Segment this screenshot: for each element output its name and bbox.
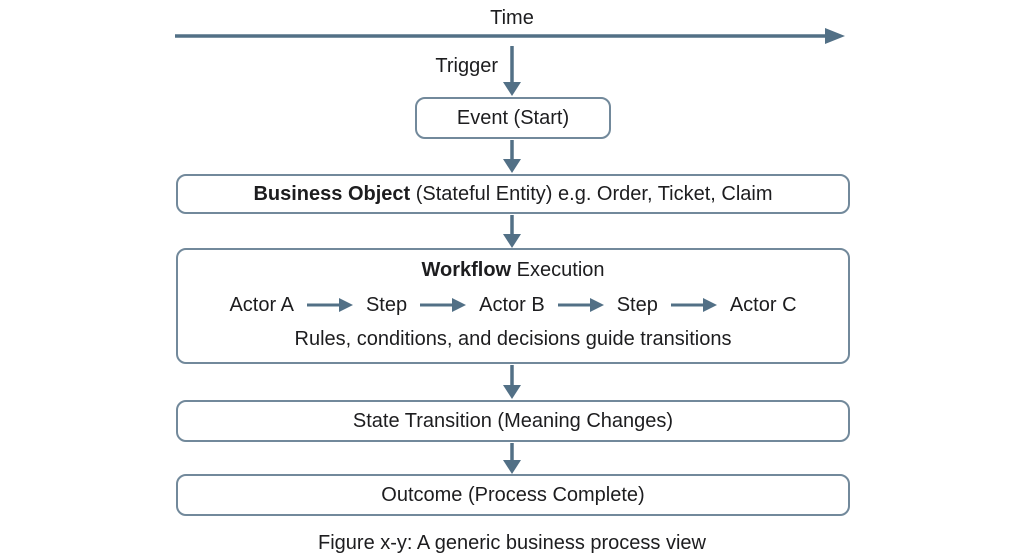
outcome-node: Outcome (Process Complete) [176, 474, 850, 516]
actor-b-label: Actor B [479, 293, 545, 316]
outcome-label: Outcome (Process Complete) [381, 483, 645, 506]
trigger-arrow [503, 46, 521, 96]
workflow-title: Workflow Execution [421, 259, 604, 282]
business-object-label-rest: (Stateful Entity) e.g. Order, Ticket, Cl… [410, 182, 773, 205]
step-1-label: Step [365, 293, 408, 316]
event-start-label: Event (Start) [456, 106, 570, 129]
workflow-execution-node: Workflow Execution Actor A Step Actor B … [176, 248, 850, 364]
figure-caption: Figure x-y: A generic business process v… [318, 532, 706, 554]
chain-arrow-icon [420, 298, 467, 312]
connector-arrow-business-object-to-workflow [503, 215, 521, 248]
state-transition-node: State Transition (Meaning Changes) [176, 400, 850, 442]
event-start-node: Event (Start) [415, 97, 611, 139]
chain-arrow-icon [306, 298, 353, 312]
business-object-label: Business Object (Stateful Entity) e.g. O… [253, 183, 772, 206]
workflow-note: Rules, conditions, and decisions guide t… [294, 328, 732, 350]
business-object-node: Business Object (Stateful Entity) e.g. O… [176, 174, 850, 214]
actor-a-label: Actor A [229, 293, 294, 316]
workflow-actor-chain: Actor A Step Actor B Step Actor C [229, 294, 796, 317]
connector-arrow-state-to-outcome [503, 443, 521, 474]
connector-arrow-workflow-to-state [503, 365, 521, 399]
workflow-title-rest: Execution [511, 259, 605, 281]
state-transition-label: State Transition (Meaning Changes) [352, 409, 674, 432]
workflow-title-bold: Workflow [421, 259, 512, 281]
trigger-label: Trigger [435, 55, 498, 77]
chain-arrow-icon [670, 298, 717, 312]
actor-c-label: Actor C [729, 293, 797, 316]
chain-arrow-icon [557, 298, 604, 312]
connector-arrow-event-to-business-object [503, 140, 521, 173]
business-object-label-bold: Business Object [253, 182, 411, 205]
step-2-label: Step [616, 293, 658, 316]
time-axis-arrow [175, 28, 845, 44]
time-axis-label: Time [490, 7, 534, 29]
